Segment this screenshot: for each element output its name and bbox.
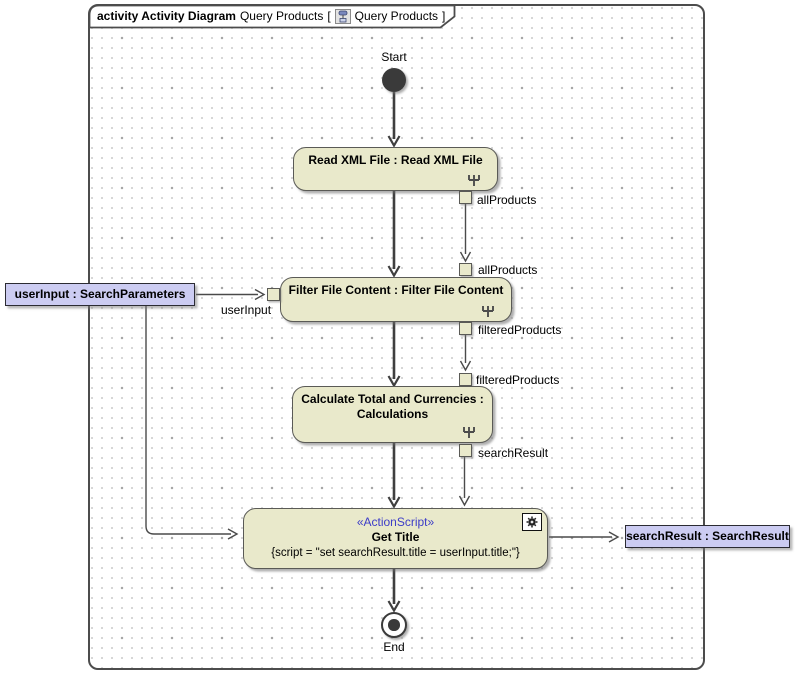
frame-tab-shape[interactable] (88, 4, 458, 30)
diagram-kind-label: activity Activity Diagram (97, 9, 236, 23)
pin-read-output[interactable] (459, 191, 472, 204)
stereotype-label: «ActionScript» (356, 515, 435, 529)
activity-diagram-icon (334, 8, 351, 24)
bracket-open: [ (327, 9, 331, 23)
pin-filter-output[interactable] (459, 322, 472, 335)
param-search-result[interactable]: searchResult : SearchResult (625, 525, 790, 548)
pin-calculate-input[interactable] (459, 373, 472, 386)
param-user-input[interactable]: userInput : SearchParameters (5, 283, 195, 306)
action-filter-file-content[interactable]: Filter File Content : Filter File Conten… (280, 277, 512, 322)
action-calculate[interactable]: Calculate Total and Currencies : Calcula… (292, 386, 493, 443)
opaque-action-icon (522, 513, 542, 531)
rake-icon (462, 426, 476, 439)
action-get-title[interactable]: «ActionScript» Get Title {script = "set … (243, 508, 548, 569)
pin-label-filtered-products-in: filteredProducts (476, 373, 560, 387)
rake-icon (467, 174, 481, 187)
action-name-line1: Calculate Total and Currencies : (301, 392, 484, 406)
pin-label-search-result: searchResult (478, 446, 549, 460)
rake-icon (481, 305, 495, 318)
pin-label-all-products-out: allProducts (477, 193, 537, 207)
pin-label-all-products-in: allProducts (478, 263, 538, 277)
start-node[interactable] (382, 68, 406, 92)
action-name: Read XML File : Read XML File (308, 153, 483, 167)
pin-label-filtered-products-out: filteredProducts (478, 323, 562, 337)
action-read-xml-file[interactable]: Read XML File : Read XML File (293, 147, 498, 191)
diagram-name-label: Query Products (239, 9, 324, 23)
end-node[interactable] (381, 612, 407, 638)
param-label: userInput : SearchParameters (14, 287, 186, 301)
script-expression: {script = "set searchResult.title = user… (271, 547, 520, 559)
diagram-frame[interactable] (88, 4, 705, 670)
action-name-line2: Calculations (356, 407, 429, 421)
frame-tab-title[interactable]: activity Activity Diagram Query Products… (97, 8, 445, 24)
diagram-ref-label: Query Products (354, 9, 439, 23)
pin-calculate-output[interactable] (459, 444, 472, 457)
end-inner-dot (388, 619, 400, 631)
start-label: Start (381, 50, 407, 64)
pin-label-user-input: userInput (221, 303, 272, 317)
param-label: searchResult : SearchResult (626, 529, 789, 543)
pin-filter-input-left[interactable] (267, 288, 280, 301)
end-label: End (383, 640, 405, 654)
pin-filter-input-top[interactable] (459, 263, 472, 276)
action-name: Filter File Content : Filter File Conten… (288, 283, 504, 297)
bracket-close: ] (442, 9, 446, 23)
action-name: Get Title (371, 530, 420, 544)
